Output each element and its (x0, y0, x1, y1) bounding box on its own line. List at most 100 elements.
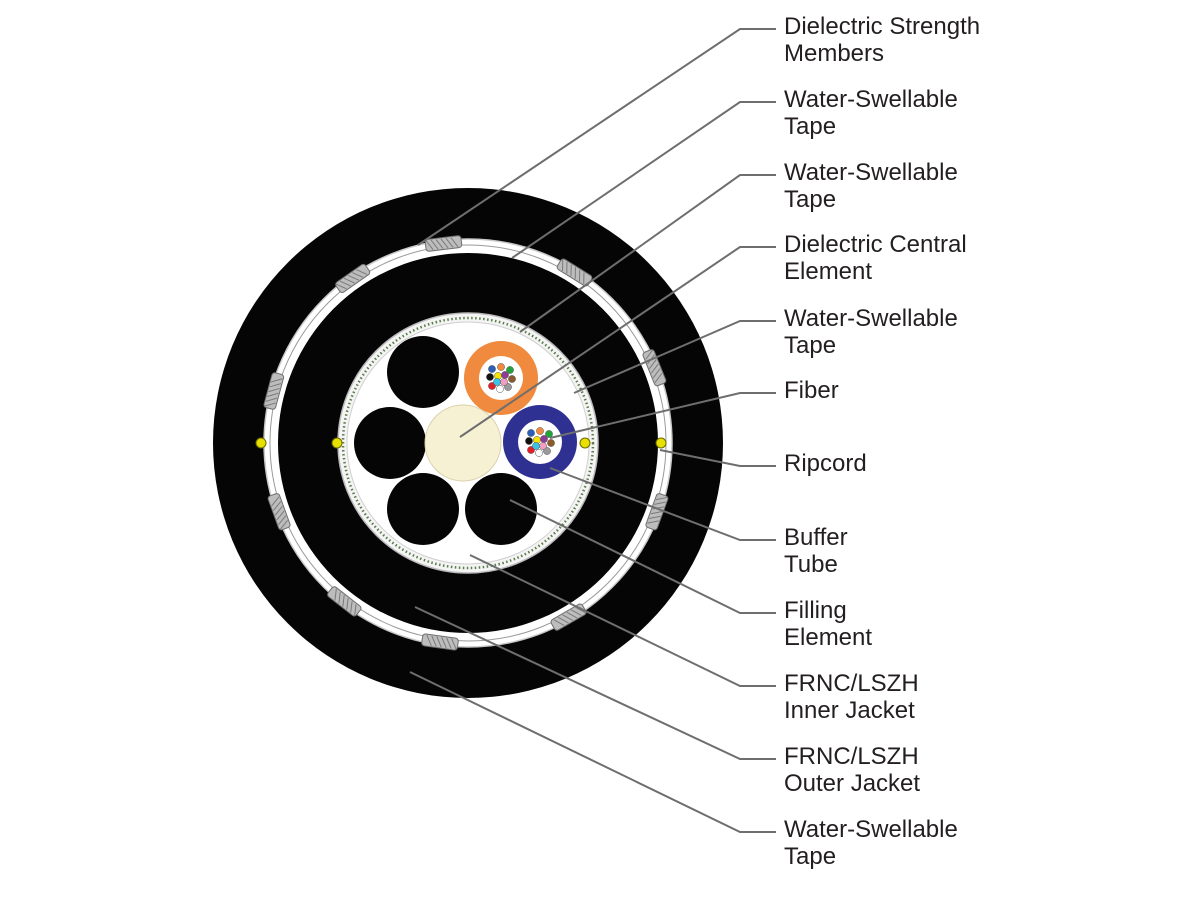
fiber (547, 439, 555, 447)
strength-member-strand (583, 272, 585, 285)
filling-element (387, 473, 459, 545)
fiber (535, 449, 543, 457)
filling-element (465, 473, 537, 545)
callout-leader-filling-element (509, 499, 776, 614)
callout-leader-buffer-tube (549, 467, 776, 541)
strength-member (424, 235, 463, 252)
fiber (496, 385, 504, 393)
strength-member-strand (450, 237, 459, 248)
strength-member (335, 263, 371, 293)
strength-member (263, 372, 285, 410)
callout-leader-water-swellable-tape-4 (409, 671, 776, 833)
strength-member (645, 493, 669, 531)
strength-member-strand (425, 240, 434, 251)
filling-element (354, 407, 426, 479)
strength-member-strand (553, 619, 565, 626)
fiber (543, 447, 551, 455)
callout-leader-fiber (549, 392, 776, 439)
strength-member-body (267, 493, 291, 531)
fiber (486, 373, 494, 381)
strength-member-strand (649, 515, 661, 519)
strength-member-strand (654, 372, 663, 383)
strength-member-strand (343, 277, 355, 284)
callout-label-line: Tape (784, 332, 836, 359)
fiber (506, 366, 514, 374)
strength-member-strand (265, 397, 278, 402)
strength-member-strand (430, 239, 439, 250)
callout-leader-frnc-lszh-outer-jacket (414, 606, 776, 760)
strength-member-strand (352, 272, 364, 278)
callout-leader-ripcord (659, 449, 776, 467)
core-tape-dotted-layer (341, 316, 595, 570)
strength-member-strand (578, 269, 581, 282)
strength-member-strand (342, 594, 345, 607)
callout-leader-dielectric-strength-members (417, 28, 776, 246)
strength-member-strand (647, 520, 659, 524)
fiber (545, 430, 553, 438)
callout-label-line: Members (784, 40, 884, 67)
strength-member-strand (356, 269, 368, 275)
strength-member-strand (562, 614, 573, 621)
strength-member-strand (451, 638, 457, 650)
callout-label-line: Tape (784, 843, 836, 870)
strength-member-strand (575, 606, 586, 614)
strength-member-strand (268, 387, 280, 393)
callout-leader-water-swellable-tape-3 (573, 320, 776, 394)
strength-member-strand (278, 515, 287, 526)
fiber (508, 375, 516, 383)
callout-label-line: Fiber (784, 377, 839, 404)
fiber (500, 378, 508, 386)
fiber (488, 365, 496, 373)
callout-label-line: Inner Jacket (784, 697, 915, 724)
strength-member-strand (339, 280, 351, 287)
strength-member-strand (435, 239, 444, 249)
callout-label-line: Tape (784, 113, 836, 140)
fiber (536, 427, 544, 435)
callout-label-line: Dielectric Strength (784, 13, 980, 40)
callout-leader-water-swellable-tape-2 (519, 174, 776, 333)
fiber (539, 442, 547, 450)
strength-member-strand (650, 363, 659, 374)
strength-member-strand (652, 368, 661, 379)
fiber (540, 435, 548, 443)
strength-member-strand (446, 637, 452, 649)
strength-member-strand (445, 237, 454, 248)
strength-member-strand (279, 520, 288, 530)
strength-member-strand (270, 378, 283, 383)
ripcord (255, 437, 267, 449)
strength-member-strand (654, 501, 666, 505)
ripcord (579, 437, 591, 449)
fiber (525, 437, 533, 445)
callout-label-line: FRNC/LSZH (784, 743, 919, 770)
strength-member-strand (431, 635, 437, 647)
strength-member (421, 633, 459, 651)
strength-member (327, 586, 362, 617)
fiber (532, 442, 540, 450)
strength-member-strand (272, 501, 282, 511)
strength-member (642, 349, 667, 387)
strength-member-strand (264, 402, 276, 407)
callout-leader-water-swellable-tape-1 (511, 101, 776, 259)
strength-member (550, 603, 587, 631)
strength-member-strand (570, 609, 582, 616)
fiber (488, 382, 496, 390)
ripcord (331, 437, 343, 449)
strength-member-strand (574, 267, 576, 279)
strength-member-strand (650, 511, 663, 515)
callout-label-line: Water-Swellable (784, 305, 958, 332)
strength-member-strand (271, 496, 280, 507)
strength-member-strand (338, 591, 341, 604)
callout-label-fiber: Fiber (784, 377, 839, 404)
strength-member-strand (436, 636, 442, 648)
strength-member-strand (334, 588, 337, 601)
